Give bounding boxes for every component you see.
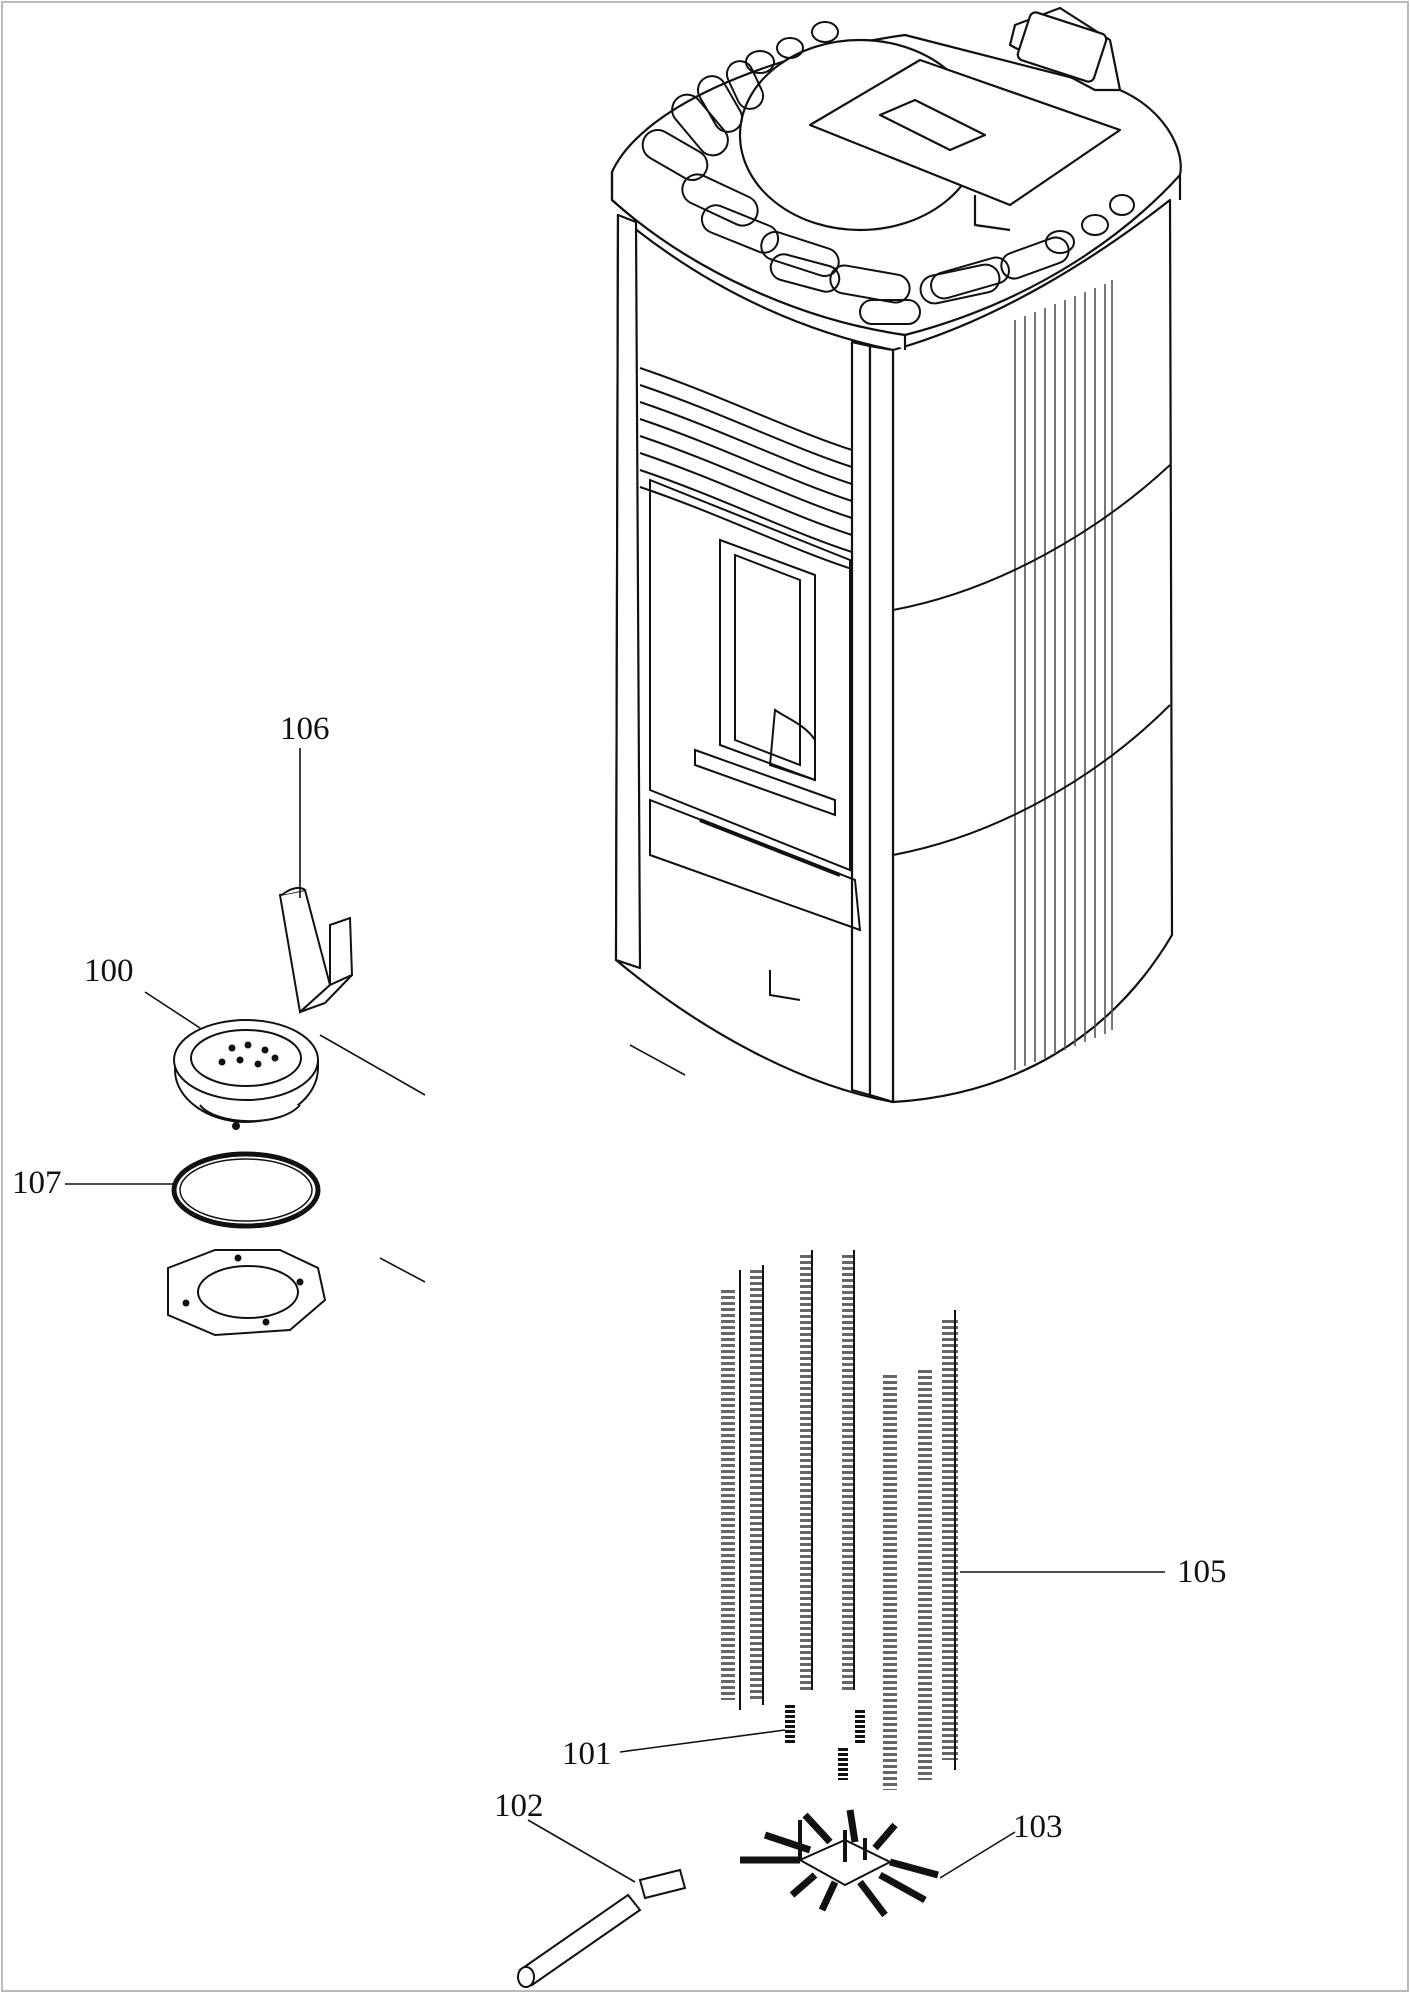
construction-lines xyxy=(319,1034,686,1283)
gasket-107 xyxy=(171,1151,321,1229)
lead-line-102 xyxy=(527,1819,636,1883)
bracket-106 xyxy=(278,886,354,1014)
callout-102: 102 xyxy=(494,1788,544,1824)
callout-106: 106 xyxy=(280,711,330,747)
lead-line-103 xyxy=(939,1831,1016,1879)
stove-body xyxy=(610,6,1182,1104)
callout-101: 101 xyxy=(562,1736,612,1772)
springs-101 xyxy=(785,1705,865,1780)
side-panel-joints xyxy=(892,464,1171,856)
lead-line-100 xyxy=(144,991,201,1029)
callout-100: 100 xyxy=(84,953,134,989)
base-plate xyxy=(167,1249,327,1337)
side-ribs xyxy=(1014,280,1113,1070)
callout-105: 105 xyxy=(1177,1554,1227,1590)
firebox-door xyxy=(649,478,862,1001)
top-plate-slots xyxy=(641,21,1135,325)
callout-103: 103 xyxy=(1013,1809,1063,1845)
front-grille xyxy=(639,367,853,570)
star-bracket-103 xyxy=(740,1809,939,1918)
lead-line-101 xyxy=(619,1729,786,1753)
callout-107: 107 xyxy=(12,1165,62,1201)
handle-102 xyxy=(517,1868,687,1988)
turbulators-105 xyxy=(721,1250,958,1790)
burn-pot-100 xyxy=(173,1019,319,1130)
